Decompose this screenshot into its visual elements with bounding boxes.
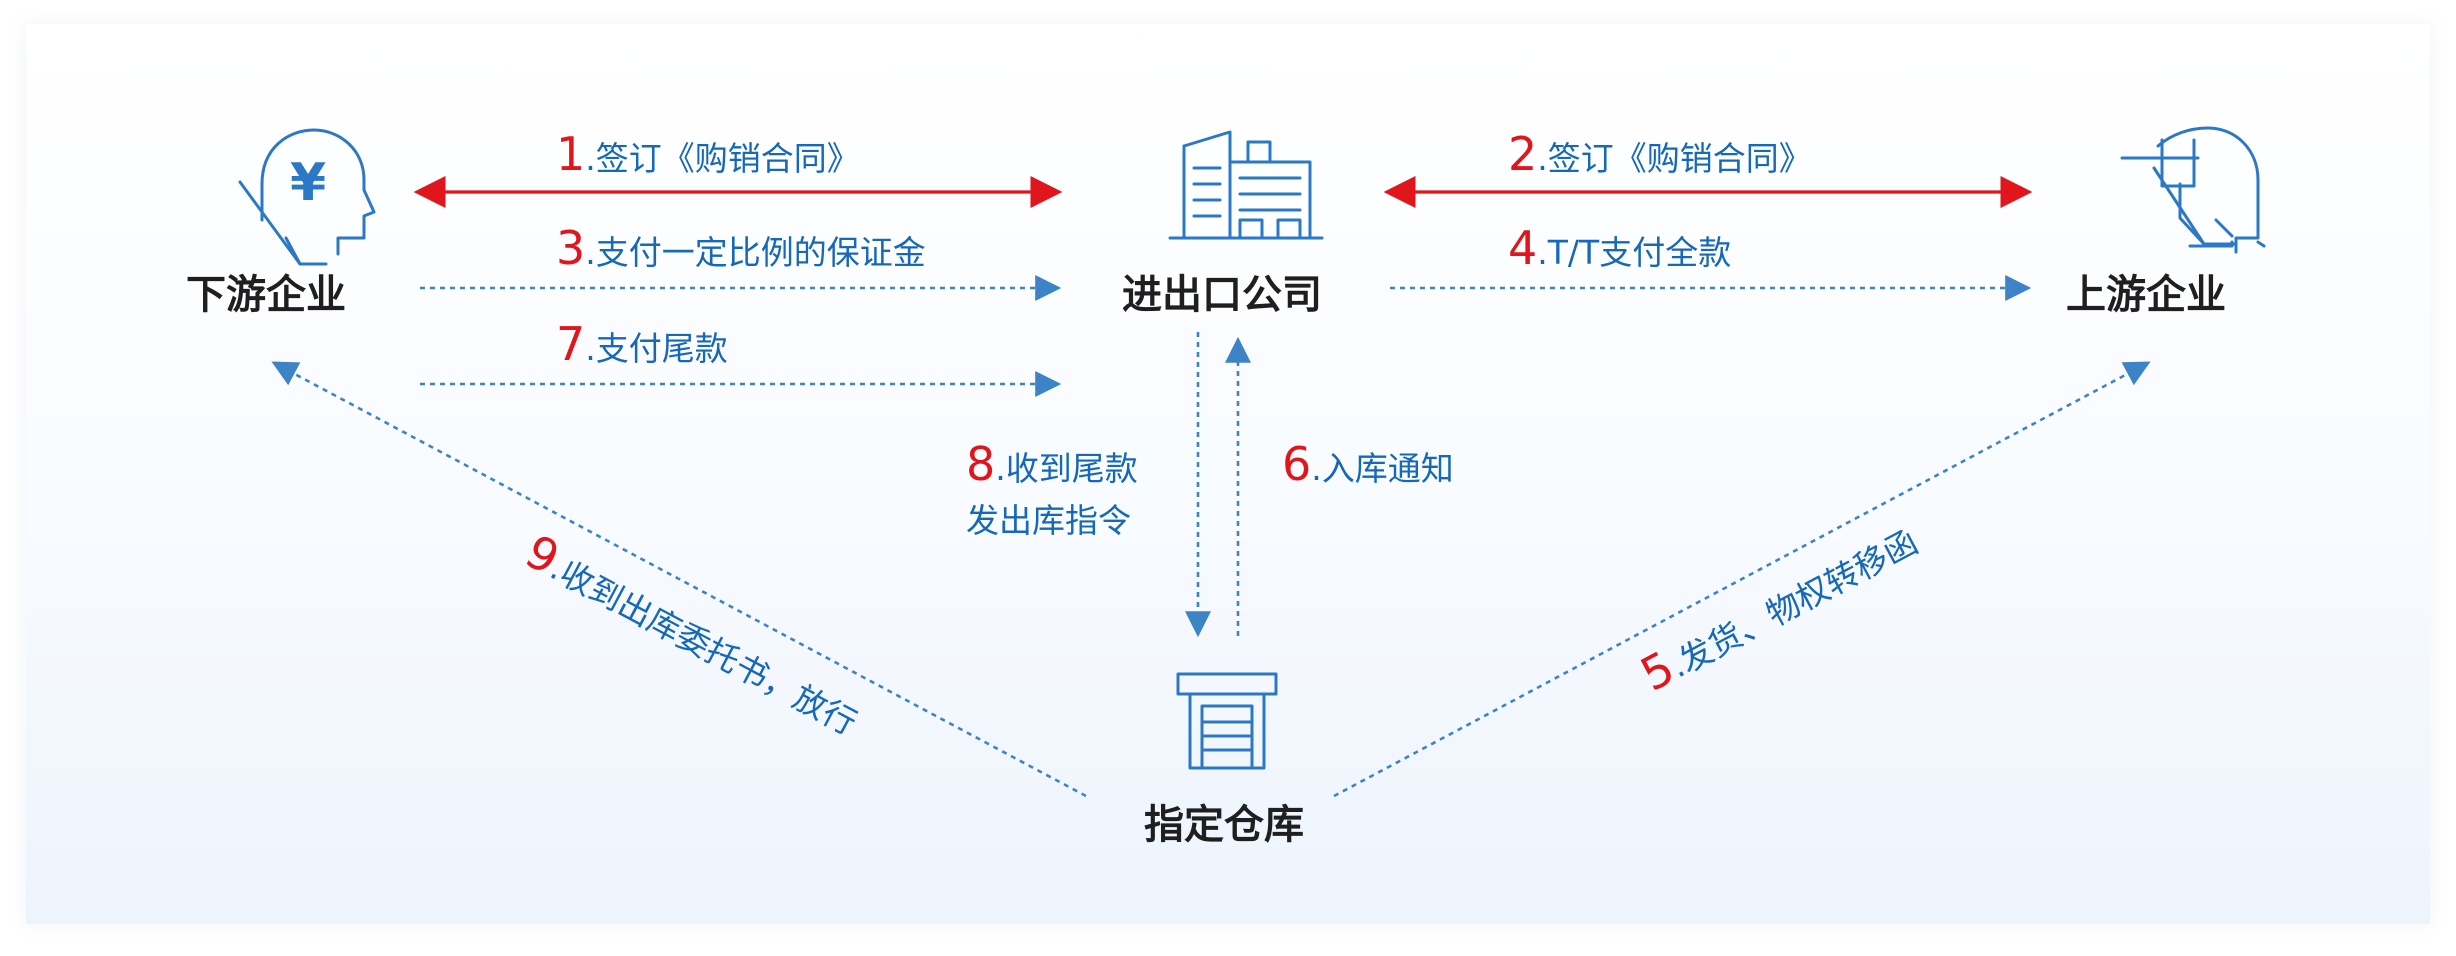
step-3-text: .支付一定比例的保证金 [585,233,926,272]
arrow-step-9 [271,361,1087,798]
step-4-label: 4.T/T支付全款 [1508,221,1731,275]
node-company: 进出口公司 [1122,272,1322,318]
step-9-text: .收到出库委托书，放行 [544,548,863,742]
step-9-label: 9.收到出库委托书，放行 [517,524,869,745]
building-icon [1168,130,1324,240]
person-icon [2120,126,2266,254]
diagram-panel [26,24,2430,924]
node-downstream: 下游企业 [186,272,346,318]
yen-symbol: ¥ [290,153,326,213]
step-1-label: 1.签订《购销合同》 [556,127,860,181]
step-3-label: 3.支付一定比例的保证金 [556,221,926,275]
step-5-label: 5.发货、物权转移函 [1632,511,1926,701]
step-2-number: 2 [1508,127,1537,181]
step-8-label: 8.收到尾款 [966,437,1138,491]
step-2-label: 2.签订《购销合同》 [1508,127,1812,181]
step-7-text: .支付尾款 [585,329,728,368]
step-6-text: .入库通知 [1311,449,1454,488]
step-6-label: 6.入库通知 [1282,437,1454,491]
arrow-step-5 [1333,361,2151,798]
step-3-number: 3 [556,221,585,275]
step-1-number: 1 [556,127,585,181]
step-5-group: 5.发货、物权转移函 [1632,511,1926,702]
node-warehouse: 指定仓库 [1144,802,1304,848]
step-7-label: 7.支付尾款 [556,317,728,371]
step-2-text: .签订《购销合同》 [1537,139,1812,178]
step-9-group: 9.收到出库委托书，放行 [517,524,869,745]
step-8-text: .收到尾款 [995,449,1138,488]
step-1-text: .签订《购销合同》 [585,139,860,178]
warehouse-icon [1176,672,1278,770]
step-4-number: 4 [1508,221,1537,275]
step-7-number: 7 [556,317,585,371]
step-6-number: 6 [1282,437,1311,491]
step-8-number: 8 [966,437,995,491]
step-4-text: .T/T支付全款 [1537,233,1731,272]
node-upstream: 上游企业 [2066,272,2226,318]
step-8-text-line2: 发出库指令 [966,501,1131,540]
yen-person-icon: ¥ [238,128,376,266]
step-5-text: .发货、物权转移函 [1663,522,1924,685]
